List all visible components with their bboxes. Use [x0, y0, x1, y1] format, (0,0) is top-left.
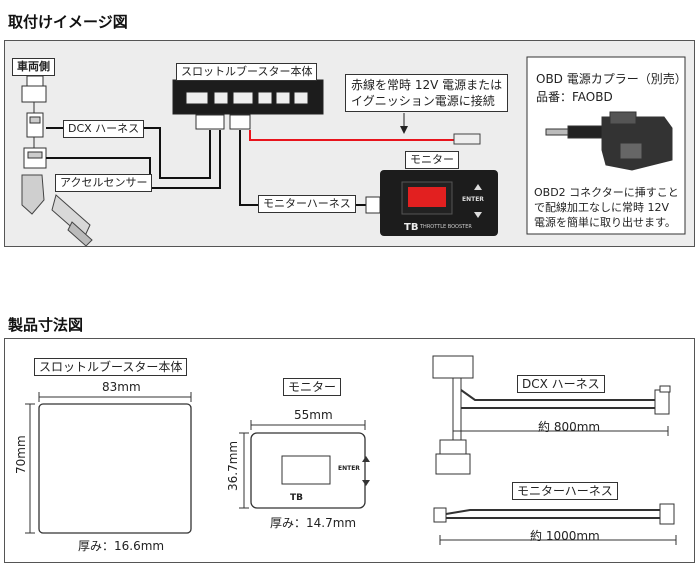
monitor-harness-label: モニターハーネス — [258, 195, 356, 213]
throttle-booster-label: スロットルブースター本体 — [176, 63, 318, 81]
monitor-height-dimension — [239, 432, 249, 509]
monitor-outline-enter: ENTER — [338, 465, 360, 472]
booster-height-dimension — [25, 403, 35, 534]
booster-width-dimension — [38, 392, 192, 402]
obd-desc-line1: OBD2 コネクターに挿すこと — [534, 186, 679, 199]
monitor-outline-logo: TB — [290, 493, 303, 503]
booster-height-value: 70mm — [14, 435, 28, 474]
monitor-harness-length-value: 約 1000mm — [530, 529, 600, 543]
monitor-display-outline — [281, 455, 331, 485]
dcx-dim-label: DCX ハーネス — [517, 375, 605, 393]
dcx-length-dimension — [452, 426, 669, 436]
monitor-depth-value: 厚み：14.7mm — [270, 516, 357, 530]
monitor-height-value: 36.7mm — [226, 440, 240, 491]
booster-depth-value: 厚み：16.6mm — [78, 539, 165, 553]
device-logo-sub: THROTTLE BOOSTER — [420, 224, 472, 230]
monitor-harness-drawing — [433, 503, 675, 525]
car-side-connector-icon — [21, 75, 47, 169]
monitor-harness-length-dimension — [439, 535, 677, 545]
obd-part-no: 品番：FAOBD — [536, 90, 613, 104]
accel-sensor-label: アクセルセンサー — [55, 174, 153, 192]
booster-dim-label: スロットルブースター本体 — [34, 358, 188, 376]
car-side-label: 車両側 — [12, 58, 55, 76]
power-terminal-icon — [453, 133, 481, 145]
monitor-dim-label: モニター — [283, 378, 342, 396]
dcx-harness-drawing — [432, 355, 671, 475]
monitor-width-value: 55mm — [294, 408, 333, 422]
red-wire-note: 赤線を常時 12V 電源または イグニッション電源に接続 — [345, 74, 509, 112]
obd-coupler-icon — [545, 111, 673, 171]
device-logo: TB — [404, 222, 419, 233]
obd-desc-line2: で配線加工なしに常時 12V — [534, 201, 670, 214]
section-title-installation: 取付けイメージ図 — [8, 13, 128, 31]
red-power-wire — [249, 130, 454, 141]
obd-desc-line3: 電源を簡単に取り出せます。 — [534, 216, 676, 229]
enter-button-text: ENTER — [462, 196, 484, 203]
booster-outline — [38, 403, 192, 534]
dcx-length-value: 約 800mm — [538, 420, 601, 434]
booster-connectors-icon — [195, 114, 251, 130]
booster-width-value: 83mm — [102, 380, 141, 394]
accel-pedal-icon — [21, 174, 93, 247]
monitor-device — [380, 170, 498, 236]
obd-title: OBD 電源カプラー（別売） — [536, 72, 687, 86]
monitor-label: モニター — [405, 151, 459, 169]
monitor-width-dimension — [250, 420, 366, 430]
dimensions-diagram-panel — [4, 338, 695, 563]
dcx-harness-label: DCX ハーネス — [63, 120, 145, 138]
monitor-harness-dim-label: モニターハーネス — [512, 482, 618, 500]
throttle-booster-device — [172, 79, 324, 115]
section-title-dimensions: 製品寸法図 — [8, 316, 84, 334]
